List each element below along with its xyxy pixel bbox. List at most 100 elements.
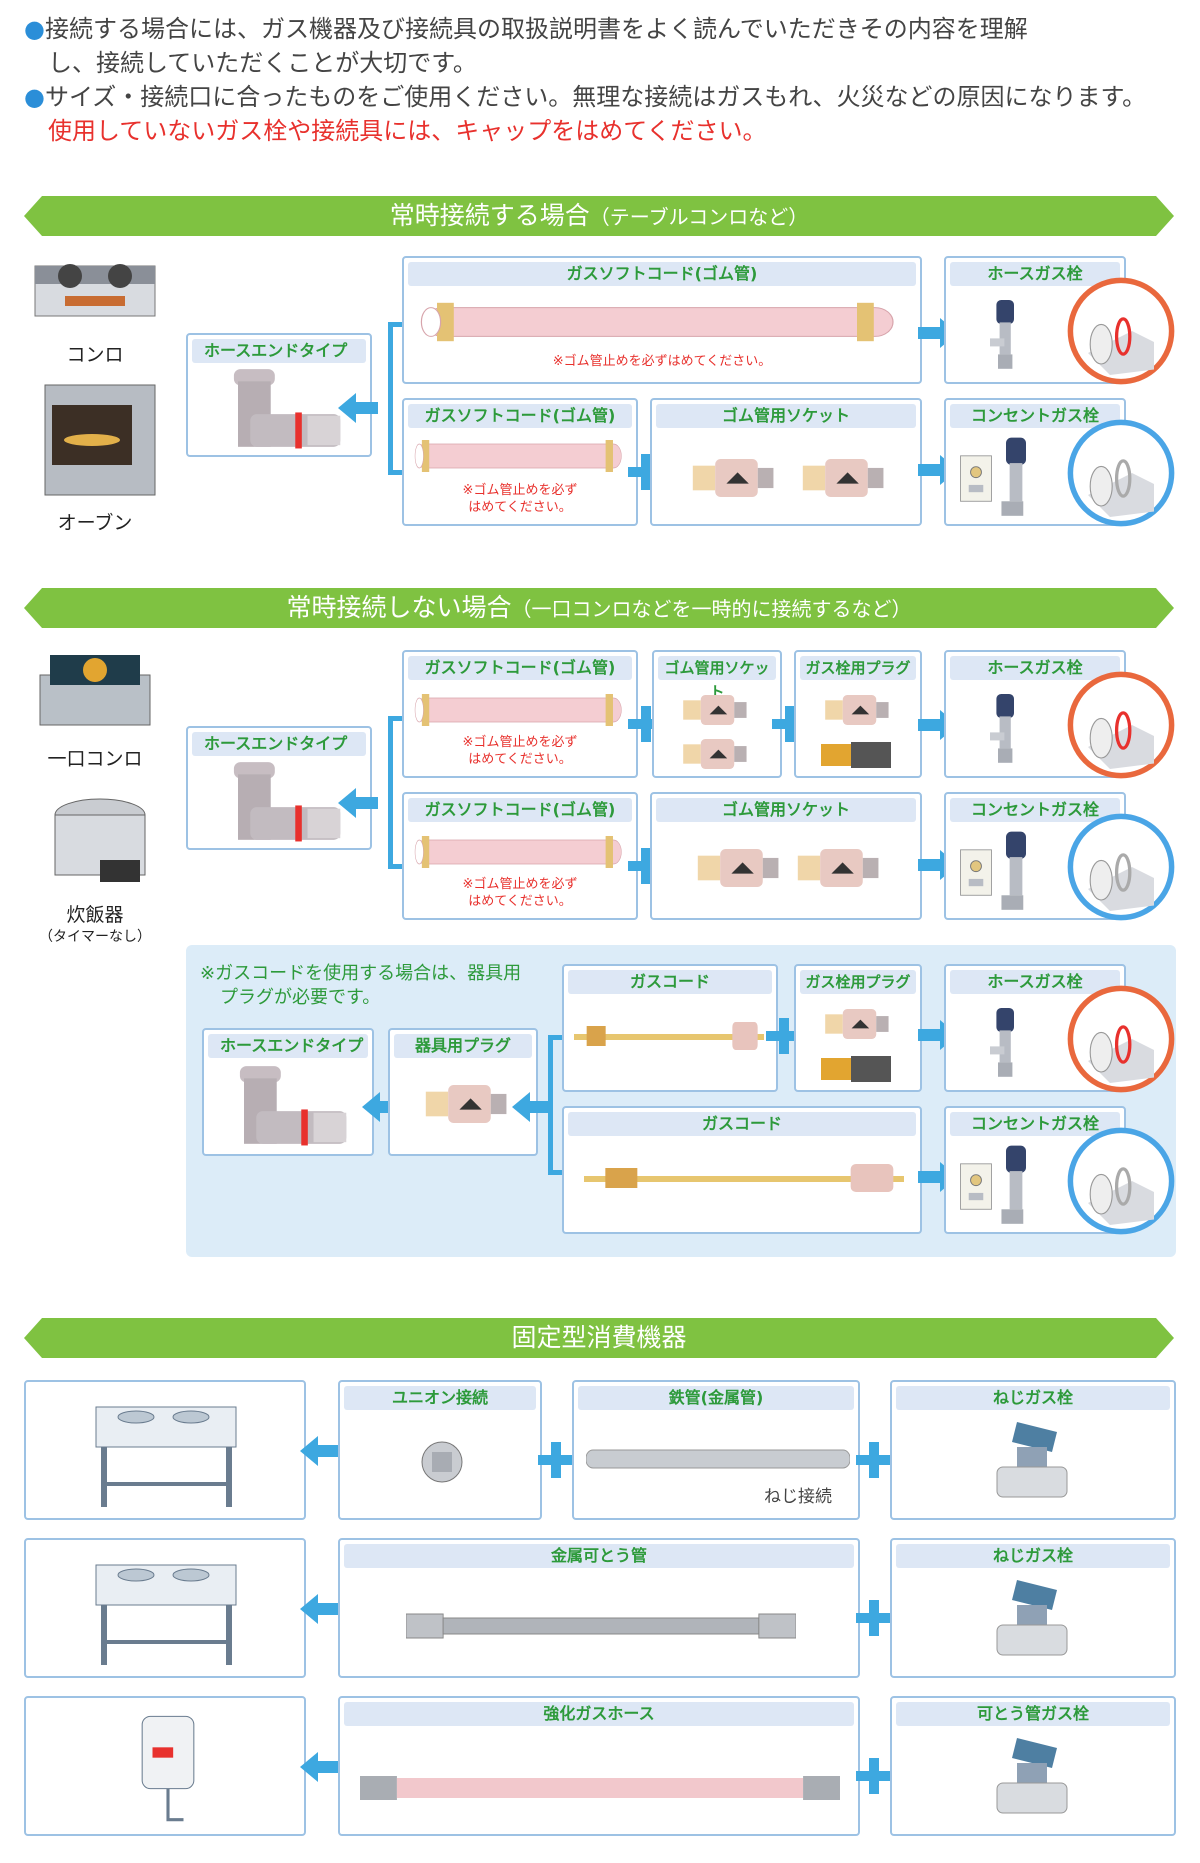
s3r2-valve-box: ねじガス栓 [890, 1538, 1176, 1678]
s3r1-valve-label: ねじガス栓 [896, 1386, 1170, 1410]
elbow-fitting-icon [214, 1062, 364, 1152]
s2r1-cord-note-2: はめてください。 [468, 752, 572, 767]
s2r1-plug-label: ガス栓用プラグ [800, 656, 916, 680]
s2r1-cord-note-1: ※ゴム管止めを必ず [462, 735, 578, 750]
socket-icon [692, 840, 782, 896]
plus-icon [856, 1758, 892, 1794]
branch-line [388, 716, 402, 721]
s3r3-appliance-box [24, 1696, 306, 1836]
s3r1-union-label: ユニオン接続 [344, 1386, 536, 1410]
oven-image [40, 380, 160, 500]
screw-valve-icon [982, 1570, 1082, 1670]
hose-nozzle-zoom-icon [1066, 670, 1176, 780]
oven-label: オーブン [57, 512, 133, 534]
elbow-fitting-icon [208, 758, 358, 848]
s1r1-cord-box: ガスソフトコード(ゴム管) ※ゴム管止めを必ずはめてください。 [402, 256, 922, 384]
gas-cord-icon [574, 1016, 764, 1056]
outlet-nozzle-zoom-icon [1066, 812, 1176, 922]
device-plug-icon [405, 1076, 525, 1132]
plus-icon [538, 1442, 574, 1478]
section2-subtitle: （一口コンロなどを一時的に接続するなど） [511, 597, 912, 621]
s2r2-cord-note-1: ※ゴム管止めを必ず [462, 877, 578, 892]
s1-hose-end-box: ホースエンドタイプ [186, 333, 372, 457]
socket-icon [797, 450, 887, 506]
section1-title: 常時接続する場合 [389, 201, 590, 230]
s2r1-socket-box: ゴム管用ソケット [652, 650, 782, 778]
panel-note-line-2: プラグが必要です。 [220, 987, 381, 1008]
panel-r1-plug-label: ガス栓用プラグ [800, 970, 916, 994]
gas-plug-icon [821, 1056, 891, 1082]
s3r1-valve-box: ねじガス栓 [890, 1380, 1176, 1520]
section2-title: 常時接続しない場合 [286, 593, 512, 622]
s2r1-cord-box: ガスソフトコード(ゴム管) ※ゴム管止めを必ず はめてください。 [402, 650, 638, 778]
branch-line [388, 864, 402, 869]
arrow-left-icon [338, 393, 378, 423]
rubber-hose-icon [414, 832, 624, 872]
s3r3-valve-box: 可とう管ガス栓 [890, 1696, 1176, 1836]
s3r1-union-box: ユニオン接続 [338, 1380, 542, 1520]
socket-icon [792, 840, 882, 896]
branch-line [388, 322, 402, 327]
s2r2-cord-box: ガスソフトコード(ゴム管) ※ゴム管止めを必ず はめてください。 [402, 792, 638, 920]
panel-device-plug-box: 器具用プラグ [388, 1028, 538, 1156]
arrow-left-icon [512, 1092, 552, 1122]
section3-title: 固定型消費機器 [511, 1323, 687, 1352]
panel-hose-end-box: ホースエンドタイプ [202, 1028, 374, 1156]
s3r1-pipe-note: ねじ接続 [764, 1487, 832, 1507]
rubber-hose-icon [419, 298, 899, 346]
s2r2-valve-label: コンセントガス栓 [950, 798, 1120, 822]
panel-hose-end-label: ホースエンドタイプ [208, 1034, 368, 1058]
union-fitting-icon [421, 1441, 463, 1483]
section3-banner: 固定型消費機器 [24, 1318, 1174, 1358]
socket-icon [674, 732, 754, 776]
section1-banner: 常時接続する場合（テーブルコンロなど） [24, 196, 1174, 236]
section2-banner: 常時接続しない場合（一口コンロなどを一時的に接続するなど） [24, 588, 1174, 628]
stove-label: コンロ [66, 344, 124, 366]
bullet-icon: ● [24, 83, 45, 111]
s2r2-socket-box: ゴム管用ソケット [650, 792, 922, 920]
outlet-valve-icon [956, 822, 1056, 914]
s3r3-hose-label: 強化ガスホース [344, 1702, 854, 1726]
panel-r2-valve-label: コンセントガス栓 [950, 1112, 1120, 1136]
plus-icon [856, 1442, 892, 1478]
panel-r2-cord-box: ガスコード [562, 1106, 922, 1234]
s1r1-cord-note: ※ゴム管止めを必ずはめてください。 [552, 354, 772, 369]
stove-image [30, 256, 160, 336]
s3r1-appliance-box [24, 1380, 306, 1520]
reinforced-gas-hose-icon [360, 1768, 840, 1808]
water-heater-image [106, 1706, 230, 1830]
s2r2-cord-note-2: はめてください。 [468, 894, 572, 909]
hose-valve-icon [966, 678, 1046, 774]
rice-cooker-label: 炊飯器 [66, 904, 124, 926]
metal-pipe-icon [586, 1444, 850, 1474]
arrow-left-icon [338, 788, 378, 818]
note-line-2: ●サイズ・接続口に合ったものをご使用ください。無理な接続はガスもれ、火災などの原… [24, 83, 1147, 111]
branch-line [548, 1035, 553, 1175]
arrow-left-icon [300, 1436, 340, 1466]
branch-line [388, 716, 393, 869]
s3r2-appliance-box [24, 1538, 306, 1678]
s1r2-cord-note-2: はめてください。 [468, 500, 572, 515]
section1-subtitle: （テーブルコンロなど） [589, 205, 809, 229]
gas-cord-icon [584, 1158, 904, 1198]
panel-r2-cord-label: ガスコード [568, 1112, 916, 1136]
hose-valve-icon [966, 992, 1046, 1088]
s2r2-socket-label: ゴム管用ソケット [656, 798, 916, 822]
s3r2-flex-label: 金属可とう管 [344, 1544, 854, 1568]
s2r2-cord-label: ガスソフトコード(ゴム管) [408, 798, 632, 822]
outlet-valve-icon [956, 428, 1056, 520]
panel-r1-plug-box: ガス栓用プラグ [794, 964, 922, 1092]
s3r2-flex-box: 金属可とう管 [338, 1538, 860, 1678]
range-stand-image [66, 1548, 266, 1672]
hose-valve-icon [966, 284, 1046, 380]
gas-plug-icon [816, 1002, 896, 1046]
arrow-left-icon [300, 1594, 340, 1624]
panel-r1-cord-box: ガスコード [562, 964, 778, 1092]
notes: ●接続する場合には、ガス機器及び接続具の取扱説明書をよく読んでいただきその内容を… [24, 12, 1184, 148]
s3r3-hose-box: 強化ガスホース [338, 1696, 860, 1836]
panel-r1-valve-label: ホースガス栓 [950, 970, 1120, 994]
outlet-nozzle-zoom-icon [1066, 418, 1176, 528]
s1r2-cord-note-1: ※ゴム管止めを必ず [462, 483, 578, 498]
s2r1-cord-label: ガスソフトコード(ゴム管) [408, 656, 632, 680]
note-line-3: 使用していないガス栓や接続具には、キャップをはめてください。 [48, 117, 767, 145]
